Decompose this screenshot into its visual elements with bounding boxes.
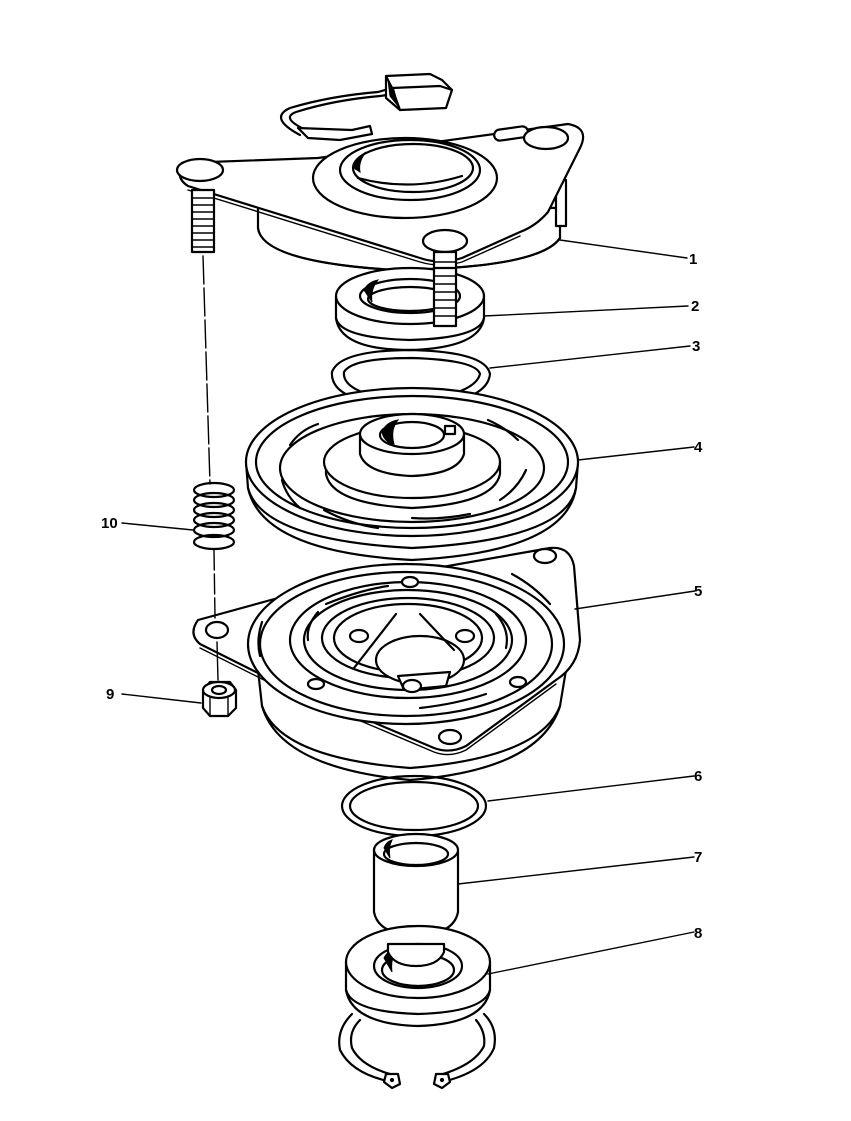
part-10-spring bbox=[192, 255, 236, 681]
part-8-bearing bbox=[344, 924, 492, 1028]
callout-10: 10 bbox=[101, 515, 118, 532]
part-4-armature-disc bbox=[244, 386, 580, 562]
callout-8: 8 bbox=[694, 925, 703, 942]
part-8-snap-ring bbox=[338, 1012, 496, 1090]
callout-6: 6 bbox=[694, 768, 703, 785]
part-1-mounting-plate bbox=[175, 72, 585, 328]
callout-7: 7 bbox=[694, 849, 703, 866]
callout-5: 5 bbox=[694, 583, 703, 600]
part-5-field-plate bbox=[192, 546, 582, 782]
part-9-lock-nut bbox=[201, 680, 238, 718]
callout-9: 9 bbox=[106, 686, 115, 703]
callout-2: 2 bbox=[691, 298, 700, 315]
leader-lines bbox=[121, 239, 696, 975]
callout-3: 3 bbox=[692, 338, 701, 355]
callout-1: 1 bbox=[689, 251, 698, 268]
part-6-o-ring bbox=[340, 774, 488, 838]
callout-4: 4 bbox=[694, 439, 703, 456]
part-2-bearing bbox=[334, 266, 486, 352]
